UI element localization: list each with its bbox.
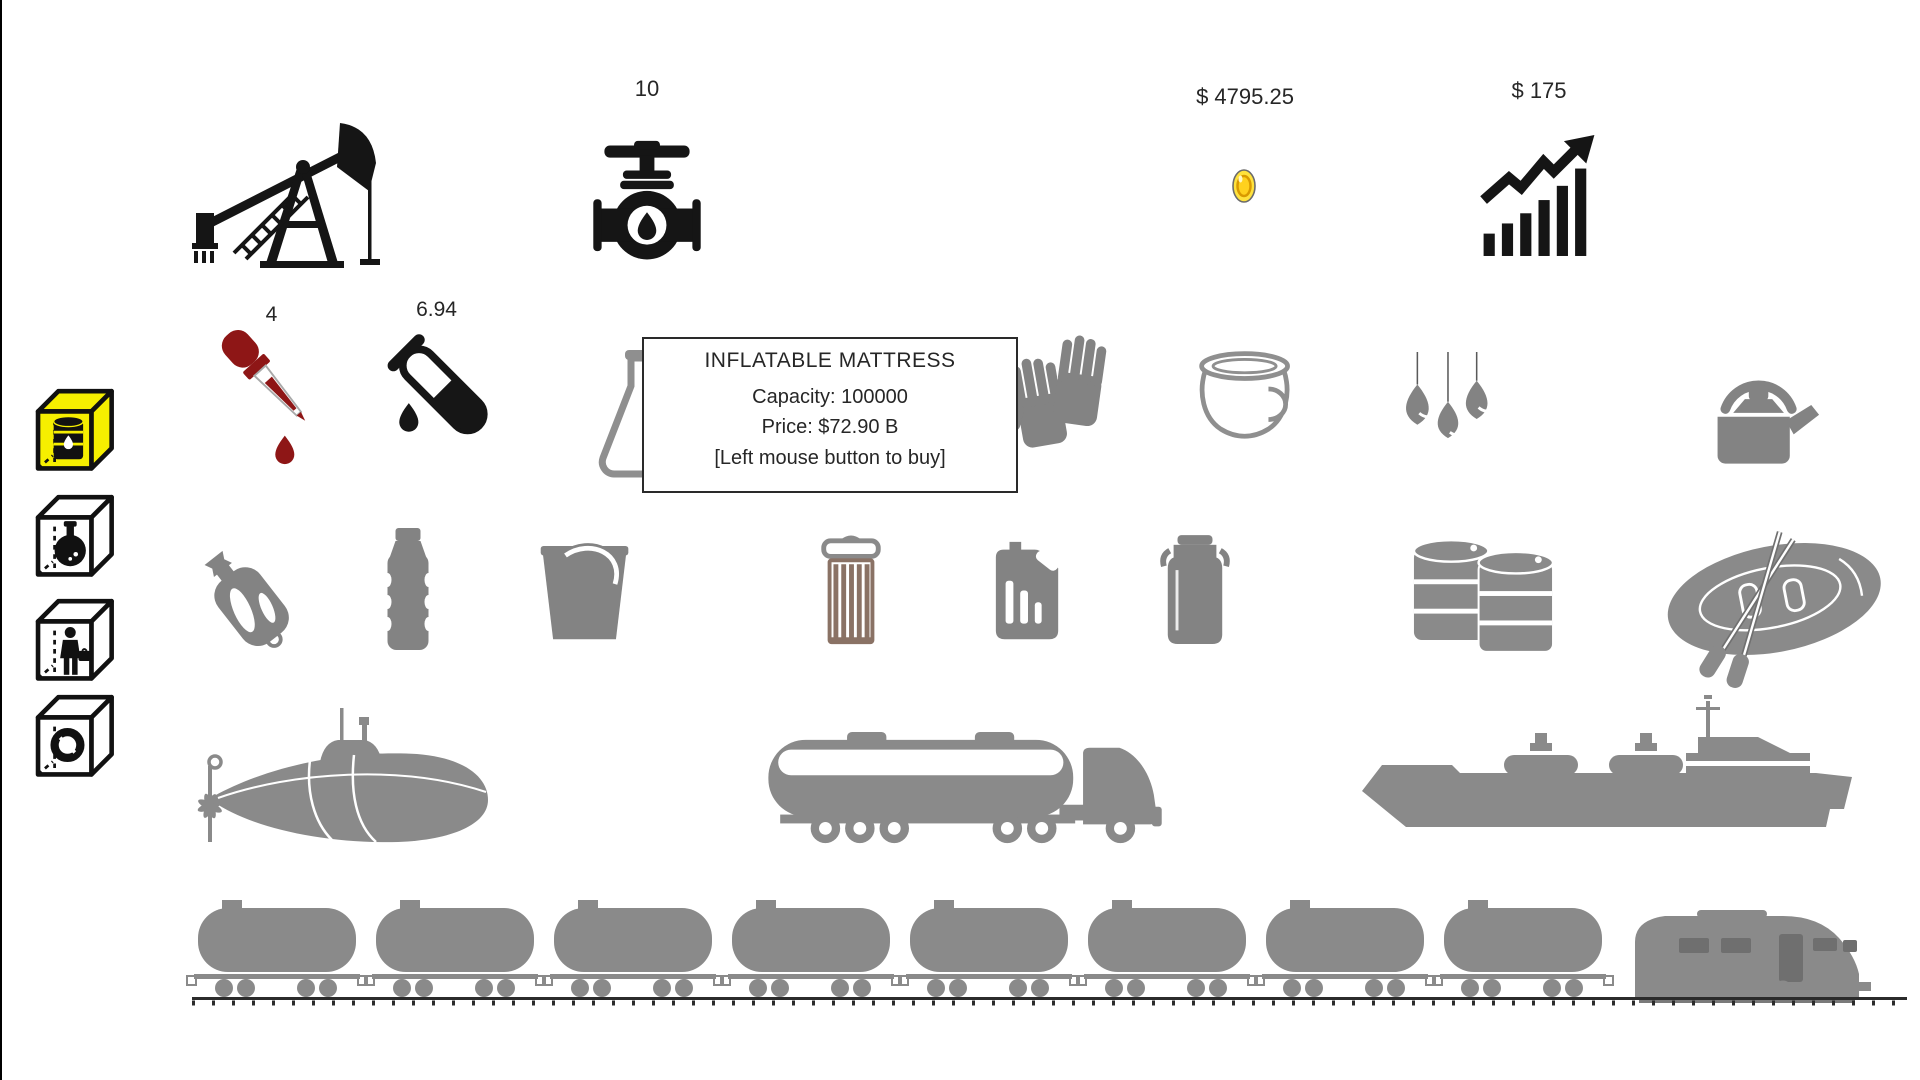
sidebar-tab-business[interactable] [27,592,119,684]
tank-domes [1504,733,1683,775]
test-tube-count: 6.94 [416,298,457,321]
milk-can-icon[interactable] [1160,535,1230,647]
barrel-back [1412,538,1490,641]
pump-jack-icon[interactable] [182,95,382,270]
jerry-can-icon[interactable] [984,536,1072,648]
tanker-truck-icon[interactable] [764,730,1172,848]
flask-glyph [54,521,86,567]
oil-barrel-glyph [52,415,84,460]
valve-icon[interactable] [587,140,707,265]
buy-tooltip: INFLATABLE MATTRESS Capacity: 100000 Pri… [642,337,1018,493]
railway-track [192,997,1907,1006]
money-value: $ 4795.25 [1196,84,1294,109]
sidebar-tab-lab[interactable] [27,488,119,580]
kettle-icon[interactable] [1700,350,1822,464]
businessman-glyph [60,626,91,675]
water-balloons-icon[interactable] [1400,352,1495,462]
hot-water-bottle-icon[interactable] [200,543,295,655]
coin-icon[interactable] [1230,168,1258,204]
bucket-icon[interactable] [535,540,635,650]
tooltip-capacity: Capacity: 100000 [752,386,908,408]
barrels-icon[interactable] [1412,536,1555,654]
submarine-icon[interactable] [197,700,492,845]
dropper-icon[interactable] [221,329,319,470]
test-tube-icon[interactable] [384,330,489,460]
tooltip-price: Price: $72.90 B [761,416,899,439]
valve-count: 10 [634,76,660,101]
trash-can-icon[interactable] [820,535,882,648]
barrel-front [1477,550,1555,653]
tooltip-title: INFLATABLE MATTRESS [704,349,956,372]
inflatable-boat-icon[interactable] [1654,530,1890,688]
sidebar-tab-storage[interactable] [27,382,119,474]
pot-icon[interactable] [1194,348,1299,450]
oil-train[interactable] [186,898,1907,1006]
income-value: $ 175 [1511,78,1567,103]
propeller [197,793,223,819]
gloves-icon[interactable] [1008,330,1109,465]
locomotive [1635,910,1871,1003]
dropper-count: 4 [265,303,278,326]
sidebar-tab-safe[interactable] [27,688,119,780]
tanker-ship-icon[interactable] [1354,695,1859,840]
oars [1699,531,1796,688]
growth-chart-icon[interactable] [1480,135,1598,257]
tooltip-hint: [Left mouse button to buy] [714,446,946,469]
wheels [810,813,1136,844]
plastic-bottle-icon[interactable] [374,528,442,653]
safe-dial-glyph [50,728,85,763]
